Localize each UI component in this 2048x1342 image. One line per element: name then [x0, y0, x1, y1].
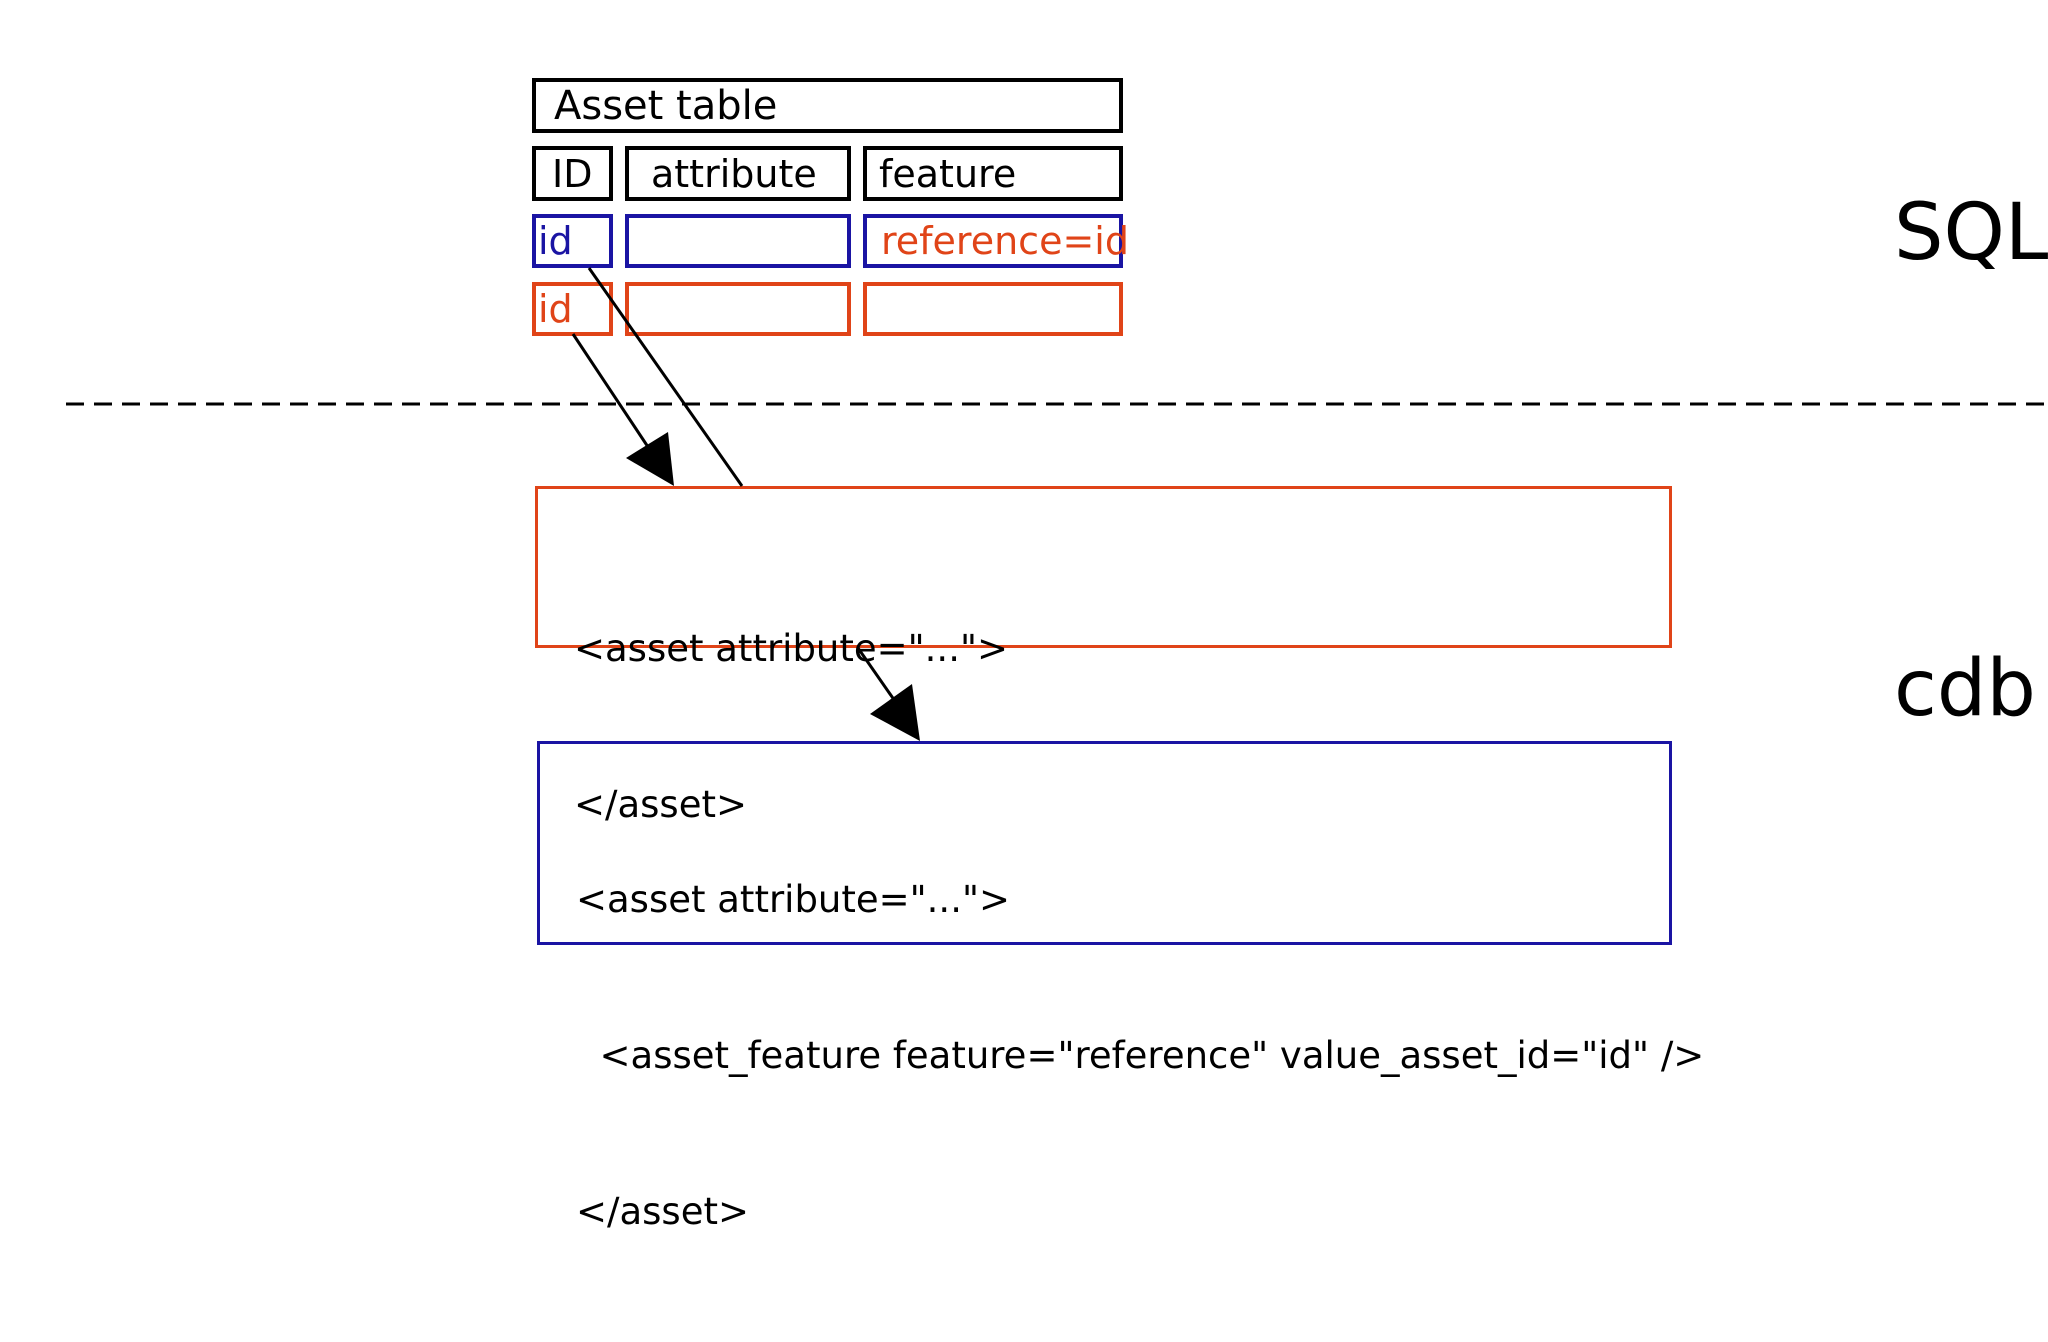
red-row-id-text: id — [538, 287, 573, 331]
xml-result-box: <asset attribute="..."> <asset_feature f… — [537, 741, 1704, 1233]
blue-row-feature-cell: reference=id — [863, 214, 1129, 268]
asset-table-title-text: Asset table — [554, 82, 778, 129]
blue-row-id-text: id — [538, 219, 573, 263]
blue-row-feature-text: reference=id — [881, 219, 1129, 263]
red-row-to-source-connector — [571, 333, 654, 454]
xml-result-line: <asset_feature feature="reference" value… — [576, 1034, 1705, 1077]
red-row-attribute-cell — [625, 282, 851, 336]
xml-source-box: <asset attribute="..."> </asset> — [535, 486, 1672, 826]
header-cell-attribute: attribute — [625, 146, 851, 201]
header-feature-text: feature — [879, 151, 1017, 196]
blue-row-attribute-cell — [625, 214, 851, 268]
header-cell-id: ID — [532, 146, 613, 201]
header-cell-feature: feature — [863, 146, 1123, 201]
red-row-id-cell: id — [532, 282, 613, 336]
xml-result-line: </asset> — [576, 1190, 749, 1233]
asset-table-title: Asset table — [532, 78, 1123, 133]
xml-source-line: </asset> — [574, 783, 747, 826]
diagram-canvas: Asset table ID attribute feature id refe… — [66, 78, 2048, 1233]
sql-layer-label: SQL — [1894, 188, 2048, 278]
red-row-feature-cell — [863, 282, 1123, 336]
xml-source-line: <asset attribute="..."> — [574, 627, 1008, 670]
blue-row-id-cell: id — [532, 214, 613, 268]
xml-result-line: <asset attribute="..."> — [576, 878, 1010, 921]
source-box-arrowhead — [626, 432, 674, 486]
cdb-layer-label: cdb — [1894, 644, 2036, 734]
header-attribute-text: attribute — [651, 151, 817, 196]
header-id-text: ID — [552, 151, 593, 196]
